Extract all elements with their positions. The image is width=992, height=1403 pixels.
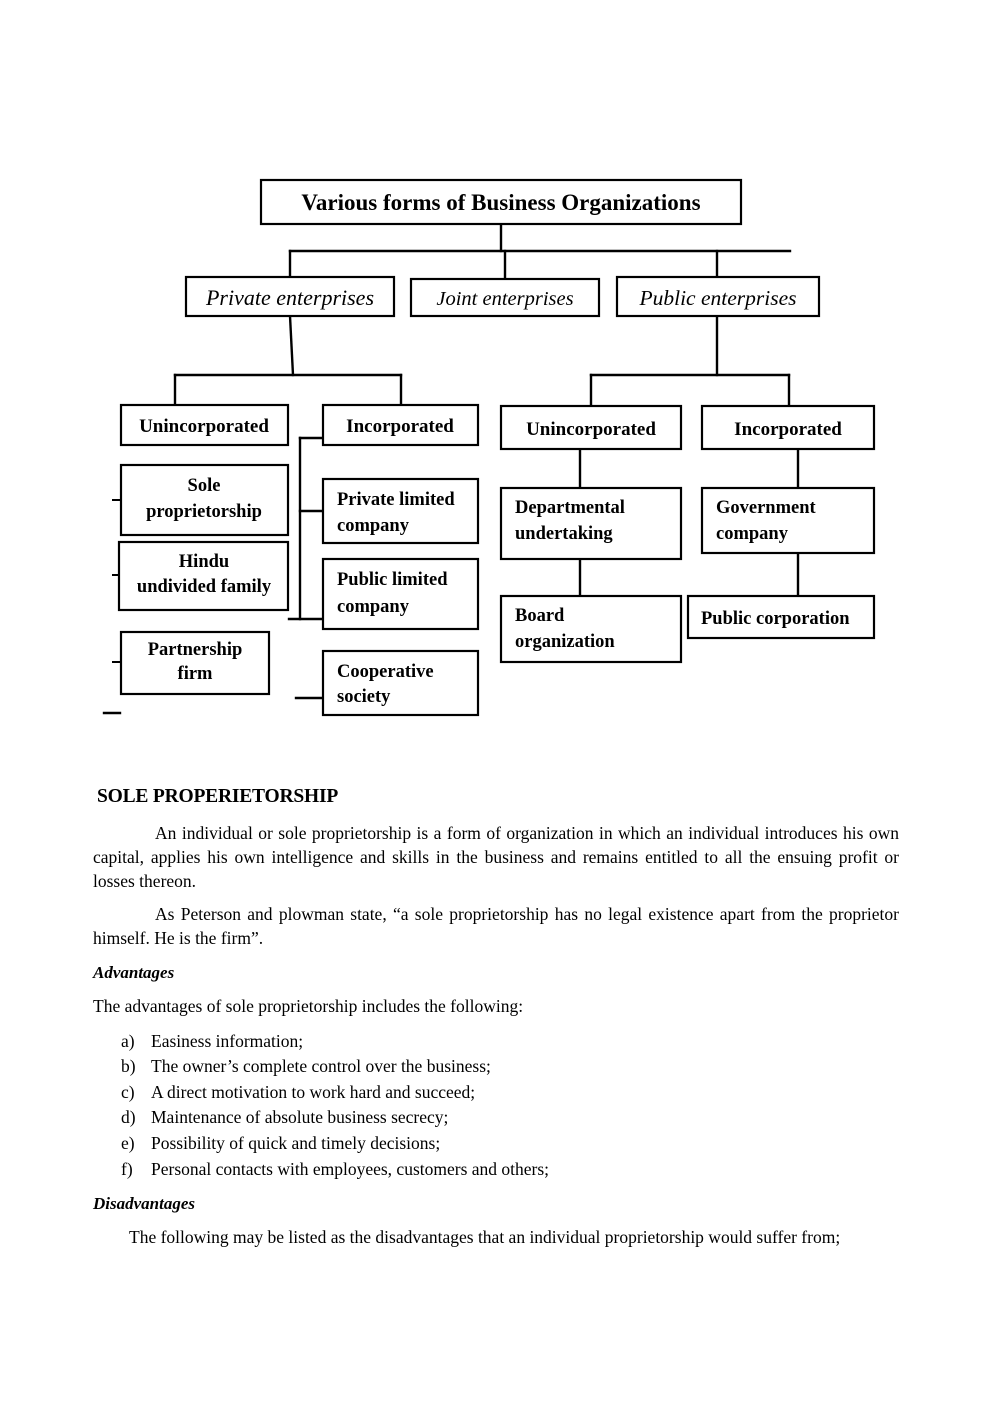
disadvantages-intro: The following may be listed as the disad… (129, 1227, 841, 1248)
box-public-unincorporated-label: Unincorporated (526, 419, 656, 440)
box-public-limited-company-line1: Public limited (337, 570, 448, 590)
box-departmental-undertaking: Departmental undertaking (499, 486, 683, 561)
list-item-marker: f) (121, 1158, 133, 1179)
advantages-heading: Advantages (93, 962, 175, 982)
box-private-unincorporated: Unincorporated (119, 403, 290, 447)
box-private-limited-company-line2: company (337, 516, 410, 536)
box-partnership-firm-line1: Partnership (148, 640, 243, 660)
box-cooperative-society: Cooperative society (321, 649, 480, 717)
box-private-incorporated-label: Incorporated (346, 416, 454, 437)
box-cooperative-society-line2: society (337, 687, 391, 707)
list-item: f) Personal contacts with employees, cust… (121, 1157, 899, 1183)
box-board-organization-line1: Board (515, 606, 565, 626)
box-private-limited-company: Private limited company (321, 477, 480, 545)
box-departmental-undertaking-line1: Departmental (515, 498, 625, 518)
box-departmental-undertaking-line2: undertaking (515, 524, 613, 544)
box-public-limited-company: Public limited company (321, 557, 480, 631)
box-public-unincorporated: Unincorporated (499, 404, 683, 451)
advantages-list: a) Easiness information; b) The owner’s com… (93, 1029, 899, 1182)
box-board-organization-line2: organization (515, 632, 615, 652)
diagram-svg: Various forms of Business Organizations … (102, 178, 876, 717)
list-item-marker: c) (121, 1081, 135, 1102)
box-root-title: Various forms of Business Organizations (259, 178, 743, 226)
list-item: d) Maintenance of absolute business secre… (121, 1105, 899, 1131)
list-item: a) Easiness information; (121, 1029, 899, 1055)
box-sole-proprietorship-line2: proprietorship (146, 502, 262, 522)
box-private-limited-company-line1: Private limited (337, 490, 455, 510)
list-item-marker: a) (121, 1030, 135, 1051)
list-item: c) A direct motivation to work hard and s… (121, 1080, 899, 1106)
list-item: b) The owner’s complete control over the … (121, 1054, 899, 1080)
box-public-corporation-line1: Public corporation (701, 609, 850, 629)
box-sole-proprietorship: Sole proprietorship (119, 463, 290, 537)
box-private-incorporated: Incorporated (321, 403, 480, 447)
list-item-marker: e) (121, 1132, 135, 1153)
list-item: e) Possibility of quick and timely decisi… (121, 1131, 899, 1157)
paragraph-definition: An individual or sole proprietorship is … (93, 823, 899, 891)
advantages-intro: The advantages of sole proprietorship in… (93, 995, 524, 1016)
box-government-company-line2: company (716, 524, 789, 544)
box-government-company-line1: Government (716, 498, 817, 518)
connector-private-stem (288, 314, 295, 377)
box-public-enterprises-label: Public enterprises (638, 286, 796, 310)
list-item-text: Easiness information; (151, 1030, 304, 1051)
box-cooperative-society-line1: Cooperative (337, 662, 434, 682)
list-item-marker: d) (121, 1107, 136, 1128)
box-private-enterprises-label: Private enterprises (205, 285, 374, 310)
box-private-enterprises: Private enterprises (184, 275, 396, 318)
box-joint-enterprises-label: Joint enterprises (436, 288, 573, 310)
disadvantages-heading: Disadvantages (93, 1194, 195, 1214)
box-public-incorporated-label: Incorporated (734, 419, 842, 440)
box-public-incorporated: Incorporated (700, 404, 876, 451)
box-private-unincorporated-label: Unincorporated (139, 416, 269, 437)
box-sole-proprietorship-line1: Sole (188, 476, 221, 496)
list-item-text: Personal contacts with employees, custom… (151, 1158, 550, 1179)
box-government-company: Government company (700, 486, 876, 555)
section-heading: SOLE PROPERIETORSHIP (97, 786, 339, 807)
box-hindu-undivided-family: Hindu undivided family (117, 540, 290, 612)
list-item-text: A direct motivation to work hard and suc… (151, 1081, 476, 1102)
box-hindu-undivided-family-line2: undivided family (137, 577, 272, 597)
list-item-text: Maintenance of absolute business secrecy… (151, 1107, 449, 1128)
list-item-text: The owner’s complete control over the bu… (151, 1056, 491, 1077)
list-item-marker: b) (121, 1056, 136, 1077)
box-public-enterprises: Public enterprises (615, 275, 821, 318)
box-public-limited-company-line2: company (337, 597, 410, 617)
paragraph-quote: As Peterson and plowman state, “a sole p… (93, 904, 899, 949)
box-joint-enterprises: Joint enterprises (409, 277, 601, 318)
box-public-corporation: Public corporation (686, 594, 876, 640)
box-board-organization: Board organization (499, 594, 683, 664)
box-partnership-firm: Partnership firm (119, 630, 271, 696)
box-root-title-label: Various forms of Business Organizations (301, 190, 700, 215)
box-partnership-firm-line2: firm (178, 664, 214, 684)
list-item-text: Possibility of quick and timely decision… (151, 1132, 441, 1153)
box-hindu-undivided-family-line1: Hindu (179, 552, 229, 572)
business-organizations-diagram: Various forms of Business Organizations … (102, 178, 876, 717)
document-body: SOLE PROPERIETORSHIP An individual or so… (93, 786, 899, 1260)
